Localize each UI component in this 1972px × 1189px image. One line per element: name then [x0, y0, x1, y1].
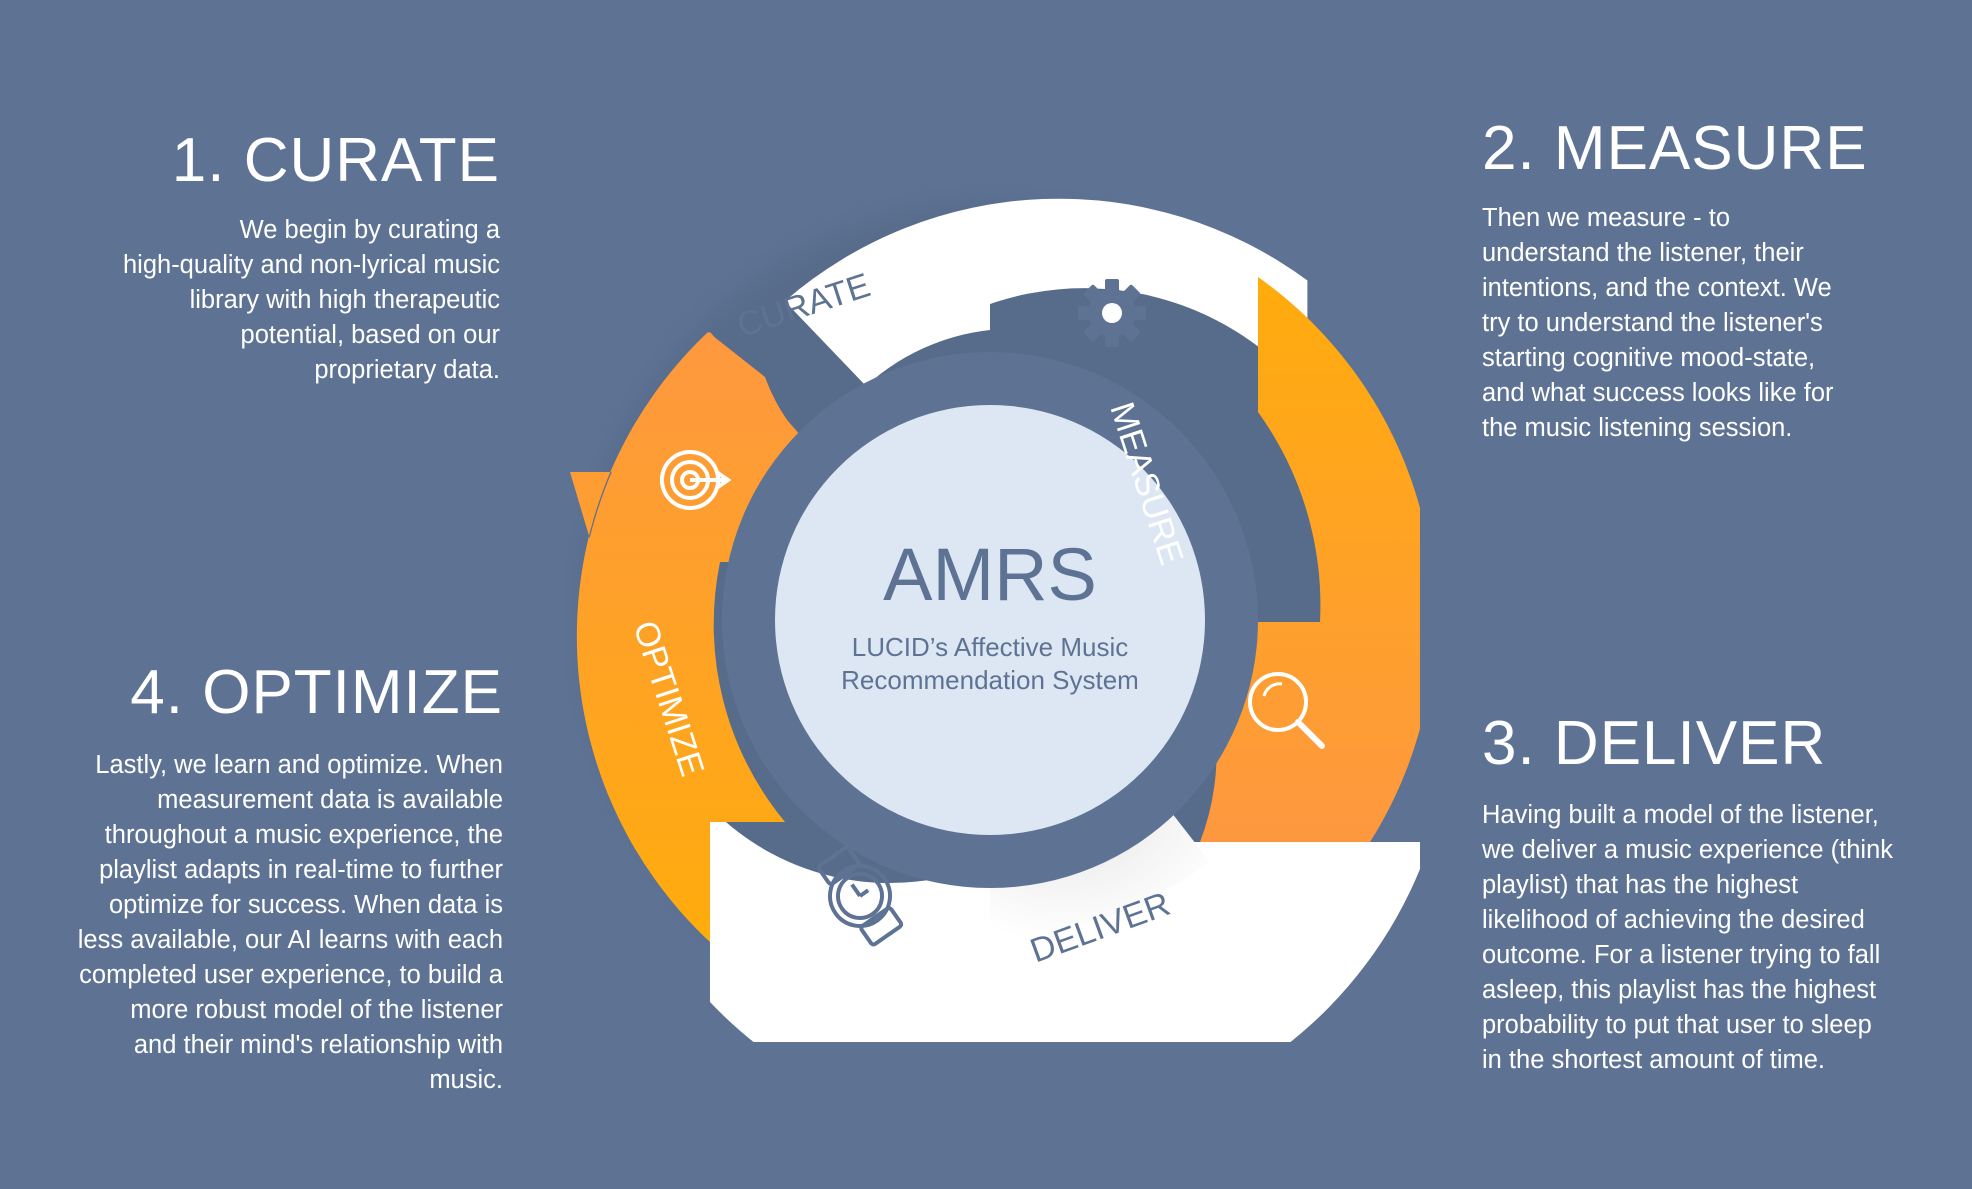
gear-icon — [1078, 279, 1146, 347]
desc-line: throughout a music experience, the — [104, 821, 503, 849]
desc-line: likelihood of achieving the desired — [1482, 906, 1865, 934]
desc-line: we deliver a music experience (think — [1482, 836, 1894, 864]
desc-line: more robust model of the listener — [130, 996, 503, 1024]
desc-line: intentions, and the context. We — [1482, 274, 1832, 302]
desc-line: asleep, this playlist has the highest — [1482, 976, 1877, 1004]
center-subtitle-line1: LUCID’s Affective Music — [852, 632, 1128, 662]
step-description-optimize: Lastly, we learn and optimize. When meas… — [33, 748, 503, 1098]
target-icon — [660, 450, 732, 510]
desc-line: measurement data is available — [157, 786, 503, 814]
segment-curate-block — [784, 212, 990, 386]
desc-line: less available, our AI learns with each — [77, 926, 503, 954]
step-title-deliver: 3. DELIVER — [1482, 709, 1827, 778]
desc-line: and their mind's relationship with — [133, 1031, 503, 1059]
desc-line: high-quality and non-lyrical music — [122, 251, 500, 279]
desc-line: potential, based on our — [240, 321, 500, 349]
desc-line: optimize for success. When data is — [109, 891, 503, 919]
amrs-cycle-diagram: AMRS LUCID’s Affective Music Recommendat… — [570, 198, 1420, 1042]
step-description-curate: We begin by curating a high-quality and … — [30, 213, 500, 388]
desc-line: Then we measure - to — [1482, 204, 1731, 232]
desc-line: understand the listener, their — [1482, 239, 1804, 267]
desc-line: Having built a model of the listener, — [1482, 801, 1879, 829]
watch-icon — [816, 845, 904, 947]
center-title: AMRS — [883, 533, 1097, 616]
desc-line: music. — [429, 1066, 503, 1094]
desc-line: playlist adapts in real-time to further — [99, 856, 503, 884]
desc-line: completed user experience, to build a — [79, 961, 503, 989]
center-subtitle-line2: Recommendation System — [841, 665, 1139, 695]
step-description-measure: Then we measure - to understand the list… — [1482, 201, 1922, 446]
desc-line: playlist) that has the highest — [1482, 871, 1799, 899]
desc-line: the music listening session. — [1482, 414, 1793, 442]
desc-line: outcome. For a listener trying to fall — [1482, 941, 1881, 969]
desc-line: starting cognitive mood-state, — [1482, 344, 1816, 372]
desc-line: library with high therapeutic — [189, 286, 500, 314]
desc-line: We begin by curating a — [239, 216, 500, 244]
desc-line: and what success looks like for — [1482, 379, 1834, 407]
center-circle — [775, 405, 1205, 835]
desc-line: in the shortest amount of time. — [1482, 1046, 1826, 1074]
magnifier-icon — [1248, 672, 1325, 749]
desc-line: try to understand the listener's — [1482, 309, 1823, 337]
desc-line: probability to put that user to sleep — [1482, 1011, 1872, 1039]
desc-line: Lastly, we learn and optimize. When — [95, 751, 503, 779]
step-description-deliver: Having built a model of the listener, we… — [1482, 798, 1927, 1078]
step-title-curate: 1. CURATE — [171, 126, 500, 195]
desc-line: proprietary data. — [314, 356, 500, 384]
step-title-measure: 2. MEASURE — [1482, 114, 1868, 183]
step-title-optimize: 4. OPTIMIZE — [130, 658, 503, 727]
